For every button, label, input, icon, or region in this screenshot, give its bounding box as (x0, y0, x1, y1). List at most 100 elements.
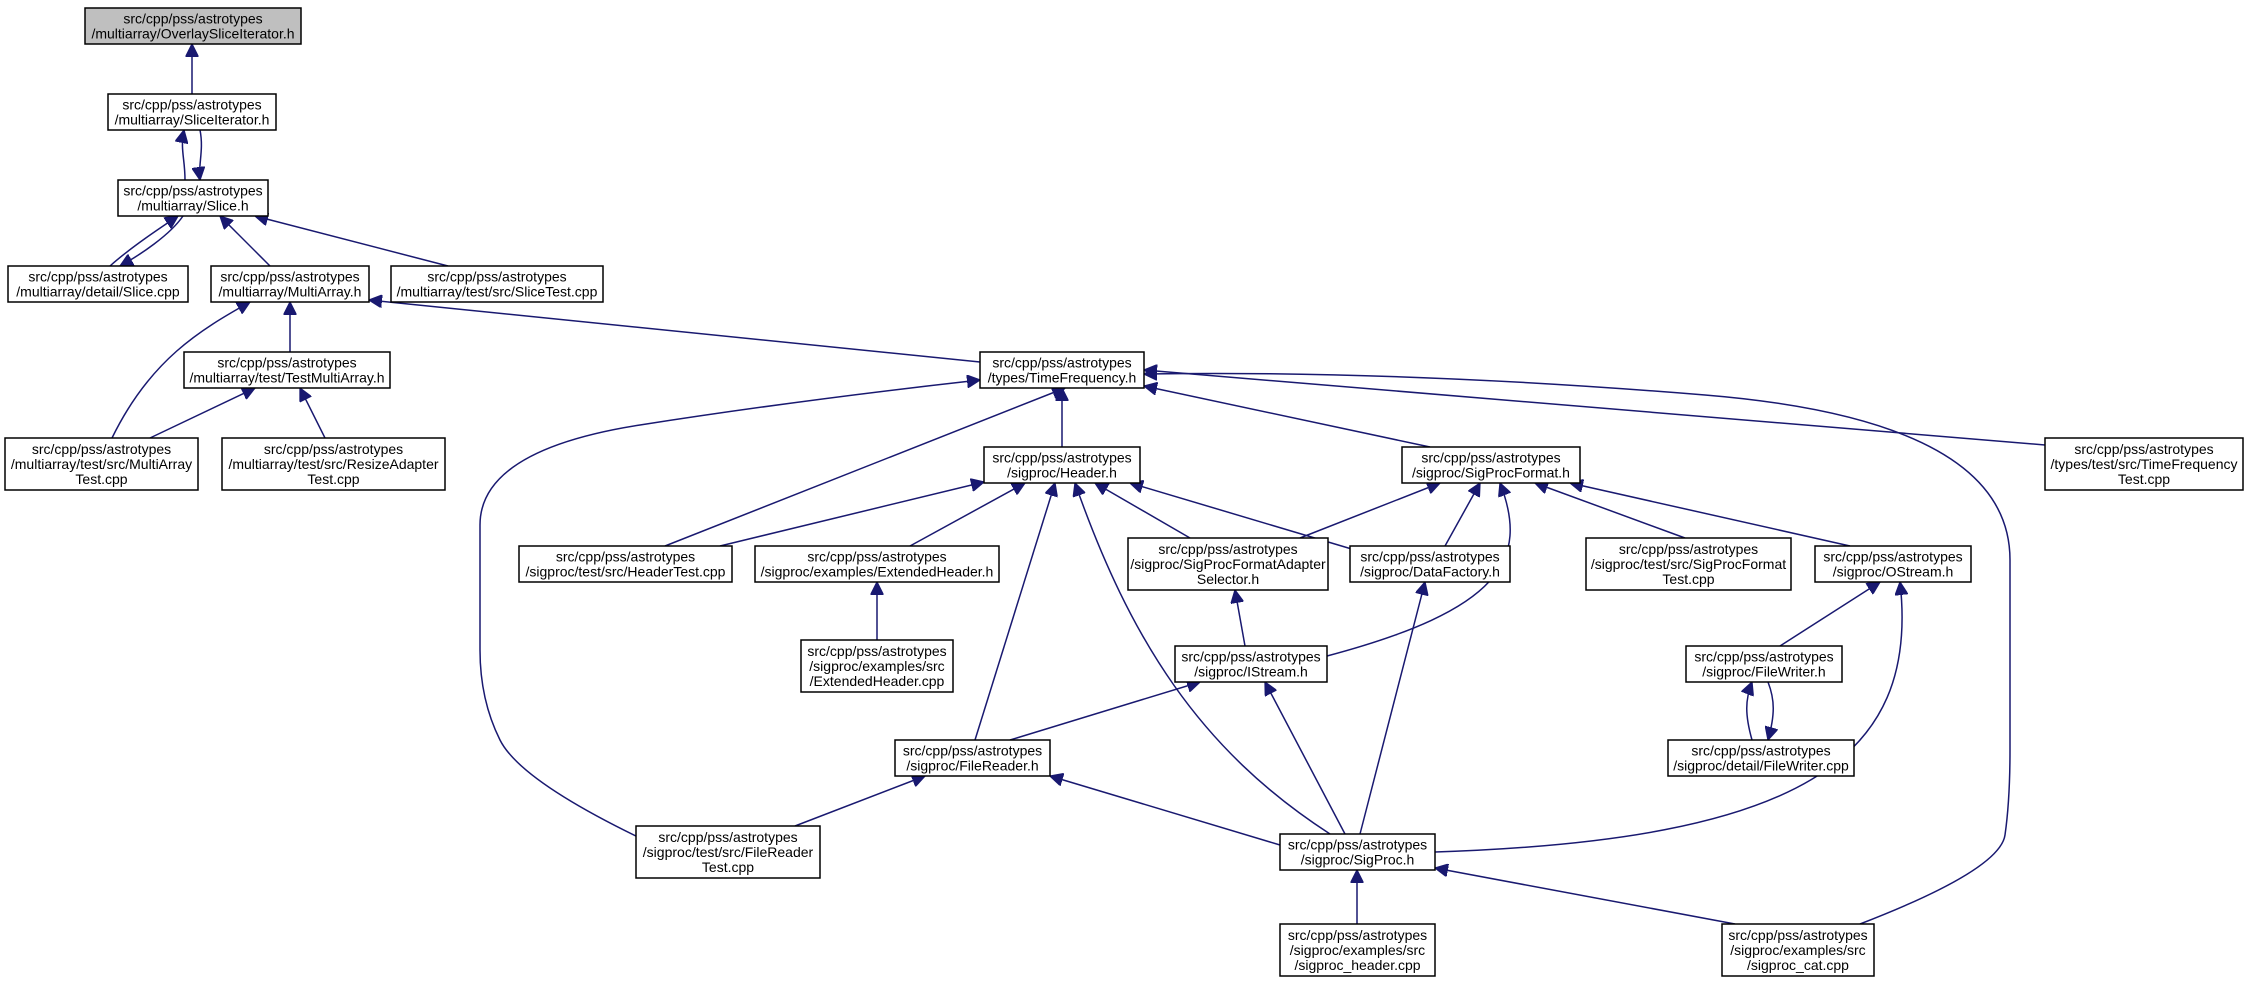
node-format_adapter_selector[interactable]: src/cpp/pss/astrotypes/sigproc/SigProcFo… (1127, 537, 1329, 591)
edge-sigproc_cat_cpp-to-time_frequency_h (1144, 373, 2011, 925)
node-time_frequency_h[interactable]: src/cpp/pss/astrotypes/types/TimeFrequen… (979, 351, 1145, 389)
node-filewriter_h[interactable]: src/cpp/pss/astrotypes/sigproc/FileWrite… (1685, 645, 1843, 683)
node-box (84, 7, 302, 45)
node-box (635, 825, 821, 879)
node-slice_iterator[interactable]: src/cpp/pss/astrotypes/multiarray/SliceI… (107, 93, 277, 131)
node-test_multiarray_h[interactable]: src/cpp/pss/astrotypes/multiarray/test/T… (183, 351, 391, 389)
node-label-line: src/cpp/pss/astrotypes (1823, 549, 1962, 565)
node-label-line: src/cpp/pss/astrotypes (992, 355, 1131, 371)
node-label-line: src/cpp/pss/astrotypes (28, 269, 167, 285)
edge-header_test-to-time_frequency_h (664, 388, 1065, 547)
edge-header_test-to-header_h (719, 482, 984, 547)
node-box (4, 437, 199, 491)
node-label-line: /multiarray/test/TestMultiArray.h (189, 370, 384, 386)
node-sigproc_cat_cpp[interactable]: src/cpp/pss/astrotypes/sigproc/examples/… (1721, 923, 1875, 977)
edge-multiarray_h-to-slice_h (220, 216, 271, 267)
node-box (117, 179, 269, 217)
node-label-line: /sigproc/test/src/FileReader (643, 844, 814, 860)
node-label-line: src/cpp/pss/astrotypes (556, 549, 695, 565)
edge-sigproc_h-to-header_h (1075, 483, 1331, 835)
node-resize_adapter_test[interactable]: src/cpp/pss/astrotypes/multiarray/test/s… (221, 437, 446, 491)
node-box (800, 639, 954, 693)
node-box (1667, 739, 1855, 777)
edge-filereader_h-to-istream_h (1009, 682, 1200, 741)
node-label-line: /sigproc/IStream.h (1194, 664, 1308, 680)
node-multiarray_test[interactable]: src/cpp/pss/astrotypes/multiarray/test/s… (4, 437, 199, 491)
node-slice_h[interactable]: src/cpp/pss/astrotypes/multiarray/Slice.… (117, 179, 269, 217)
edge-filewriter_h-to-ostream_h (1779, 582, 1880, 647)
node-label-line: /multiarray/detail/Slice.cpp (16, 284, 180, 300)
node-overlay_slice_iterator[interactable]: src/cpp/pss/astrotypes/multiarray/Overla… (84, 7, 302, 45)
node-filereader_test[interactable]: src/cpp/pss/astrotypes/sigproc/test/src/… (635, 825, 821, 879)
node-label-line: Test.cpp (702, 859, 754, 875)
node-box (1585, 537, 1792, 591)
node-filewriter_cpp[interactable]: src/cpp/pss/astrotypes/sigproc/detail/Fi… (1667, 739, 1855, 777)
node-label-line: src/cpp/pss/astrotypes (122, 97, 261, 113)
node-filereader_h[interactable]: src/cpp/pss/astrotypes/sigproc/FileReade… (894, 739, 1051, 777)
edge-sigproc_cat_cpp-to-sigproc_h (1435, 868, 1736, 925)
node-label-line: /sigproc/examples/ExtendedHeader.h (761, 564, 994, 580)
node-box (1174, 645, 1328, 683)
node-label-line: /sigproc/OStream.h (1833, 564, 1954, 580)
node-label-line: /multiarray/test/src/MultiArray (11, 456, 192, 472)
edge-slice_h-to-slice_iterator (182, 130, 185, 181)
node-label-line: /multiarray/OverlaySliceIterator.h (91, 26, 294, 42)
edge-sigproc_h-to-ostream_h (1434, 582, 1902, 853)
edge-multiarray_test-to-test_multiarray_h (149, 388, 255, 439)
node-istream_h[interactable]: src/cpp/pss/astrotypes/sigproc/IStream.h (1174, 645, 1328, 683)
edge-filereader_h-to-header_h (974, 483, 1055, 741)
node-box (1401, 446, 1581, 484)
node-label-line: /sigproc/FileReader.h (906, 758, 1038, 774)
node-label-line: /multiarray/SliceIterator.h (115, 112, 270, 128)
node-label-line: /sigproc/SigProc.h (1301, 852, 1415, 868)
node-ostream_h[interactable]: src/cpp/pss/astrotypes/sigproc/OStream.h (1814, 545, 1972, 583)
nodes-layer: src/cpp/pss/astrotypes/multiarray/Overla… (4, 7, 2244, 977)
node-label-line: Test.cpp (2118, 471, 2170, 487)
edge-sigproc_format_h-to-time_frequency_h (1144, 386, 1431, 448)
node-label-line: /sigproc/examples/src (1730, 942, 1865, 958)
node-box (7, 265, 189, 303)
node-label-line: src/cpp/pss/astrotypes (807, 643, 946, 659)
node-header_h[interactable]: src/cpp/pss/astrotypes/sigproc/Header.h (983, 446, 1141, 484)
node-box (1721, 923, 1875, 977)
node-label-line: src/cpp/pss/astrotypes (992, 450, 1131, 466)
node-label-line: src/cpp/pss/astrotypes (217, 355, 356, 371)
edge-sigproc_h-to-istream_h (1265, 682, 1346, 835)
node-label-line: src/cpp/pss/astrotypes (123, 183, 262, 199)
node-sigproc_h[interactable]: src/cpp/pss/astrotypes/sigproc/SigProc.h (1279, 833, 1436, 871)
edge-filereader_test-to-filereader_h (794, 776, 925, 827)
edge-filewriter_h-to-filewriter_cpp (1768, 681, 1773, 740)
node-box (1279, 923, 1436, 977)
node-label-line: /sigproc/SigProcFormatAdapter (1130, 556, 1326, 572)
node-label-line: /ExtendedHeader.cpp (810, 673, 945, 689)
node-box (518, 545, 733, 583)
node-sigproc_header_cpp[interactable]: src/cpp/pss/astrotypes/sigproc/examples/… (1279, 923, 1436, 977)
node-box (210, 265, 370, 303)
node-label-line: /types/TimeFrequency.h (988, 370, 1137, 386)
node-data_factory[interactable]: src/cpp/pss/astrotypes/sigproc/DataFacto… (1349, 545, 1511, 583)
node-label-line: /sigproc/DataFactory.h (1360, 564, 1500, 580)
node-label-line: /sigproc/detail/FileWriter.cpp (1673, 758, 1849, 774)
node-label-line: src/cpp/pss/astrotypes (1694, 649, 1833, 665)
node-detail_slice[interactable]: src/cpp/pss/astrotypes/multiarray/detail… (7, 265, 189, 303)
node-label-line: /types/test/src/TimeFrequency (2051, 456, 2238, 472)
node-box (1279, 833, 1436, 871)
edge-extended_header_h-to-header_h (909, 483, 1025, 547)
node-sigproc_format_test[interactable]: src/cpp/pss/astrotypes/sigproc/test/src/… (1585, 537, 1792, 591)
node-box (1814, 545, 1972, 583)
node-slice_test[interactable]: src/cpp/pss/astrotypes/multiarray/test/s… (390, 265, 604, 303)
node-multiarray_h[interactable]: src/cpp/pss/astrotypes/multiarray/MultiA… (210, 265, 370, 303)
node-extended_header_cpp[interactable]: src/cpp/pss/astrotypes/sigproc/examples/… (800, 639, 954, 693)
node-label-line: src/cpp/pss/astrotypes (1288, 927, 1427, 943)
node-label-line: src/cpp/pss/astrotypes (1360, 549, 1499, 565)
node-time_frequency_test[interactable]: src/cpp/pss/astrotypes/types/test/src/Ti… (2044, 437, 2244, 491)
node-label-line: Selector.h (1197, 571, 1259, 587)
edge-slice_h-to-detail_slice (120, 215, 184, 266)
node-extended_header_h[interactable]: src/cpp/pss/astrotypes/sigproc/examples/… (754, 545, 1000, 583)
node-header_test[interactable]: src/cpp/pss/astrotypes/sigproc/test/src/… (518, 545, 733, 583)
node-label-line: /sigproc_header.cpp (1294, 957, 1420, 973)
node-label-line: src/cpp/pss/astrotypes (427, 269, 566, 285)
edge-filereader_test-to-time_frequency_h (479, 380, 980, 839)
node-sigproc_format_h[interactable]: src/cpp/pss/astrotypes/sigproc/SigProcFo… (1401, 446, 1581, 484)
node-box (2044, 437, 2244, 491)
